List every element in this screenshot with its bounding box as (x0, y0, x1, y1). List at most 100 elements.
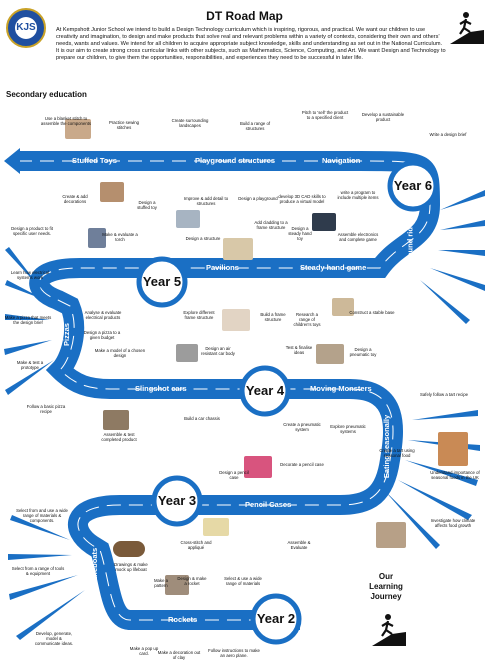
unit-pencil-cases: Pencil Cases (245, 500, 292, 509)
note-pneumatic-toy: Design a pneumatic toy (349, 347, 377, 357)
note-build-structures: Build a range of structures (239, 121, 271, 131)
note-steady-hand-toy: Design a steady hand toy (288, 226, 312, 241)
year-6-label: Year 6 (393, 178, 433, 193)
decorative-rays (4, 190, 485, 640)
note-assemble-test: Assemble & test completed product (101, 432, 137, 442)
note-explore-pneumatic: Explore pneumatic systems (330, 424, 366, 434)
photo-climate (376, 522, 406, 548)
note-sustainable-product: Develop a sustainable product (361, 112, 405, 122)
note-design-playground: Design a playground (238, 196, 278, 201)
note-pizza-budget: Design a pizza to a given budget (83, 330, 121, 340)
unit-pavilions: Pavilions (206, 263, 239, 272)
note-make-pattern: Make a pattern (153, 578, 169, 588)
photo-stuffed-toy (100, 182, 124, 202)
note-stable-base: Construct a stable base (349, 310, 395, 315)
note-climate-food: Investigate how climate affects food gro… (430, 518, 476, 528)
note-design-structure: Design a structure (185, 236, 221, 241)
photo-blanket-stitch (65, 119, 91, 139)
note-make-prototype: Make & test a prototype (16, 360, 44, 370)
year-3-label: Year 3 (157, 493, 197, 508)
school-logo: KJS (6, 8, 46, 48)
unit-rockets: Rockets (168, 615, 198, 624)
note-assemble-evaluate: Assemble & Evaluate (287, 540, 311, 550)
unit-eating-seasonally: Eating seasonally (382, 414, 392, 479)
photo-lifeboat (113, 541, 145, 557)
note-make-torch: Make & evaluate a torch (102, 232, 138, 242)
note-pizza-brief: Make a pizza that meets the design brief (4, 315, 52, 325)
note-mock-lifeboat: Drawings & make mock up lifeboat (114, 562, 148, 572)
note-3d-cad: develop 3D CAD skills to produce a virtu… (278, 194, 326, 204)
photo-cad-model (312, 213, 336, 231)
year-4-label: Year 4 (245, 383, 285, 398)
note-tart-recipe: Safely follow a tart recipe (420, 392, 469, 397)
learning-journey-label: Our Learning Journey (369, 572, 403, 601)
photo-pencil-case (244, 456, 272, 478)
note-add-decorations: Create & add decorations (62, 194, 88, 204)
photo-rocket (165, 575, 189, 595)
note-improve-structures: Improve & add detail to structures (183, 196, 229, 206)
note-design-product-user-needs: Design a product to fit specific user ne… (11, 226, 53, 236)
note-pizza-recipe: Follow a basic pizza recipe (26, 404, 66, 414)
year-5-ring (136, 256, 188, 308)
note-pneumatic-system: Create a pneumatic system (283, 422, 321, 432)
note-model-design: Make a model of a chosen design (94, 348, 146, 358)
note-design-stuffed-toy: Design a stuffed toy (137, 200, 157, 210)
note-select-tools: Select from a range of tools & equipment (11, 566, 65, 576)
note-pitch-product: Pitch to 'sell' the product to a specifi… (301, 110, 349, 120)
year-2-label: Year 2 (256, 611, 296, 626)
note-clay-decoration: Make a decoration out of clay (157, 650, 201, 660)
year-4-ring (239, 365, 291, 417)
note-wide-materials: Select & use a wide range of materials (224, 576, 262, 586)
note-seasonal-tart: Create a tart using seasonal food (379, 448, 415, 458)
photo-frame-structure (223, 238, 253, 260)
note-blanket-stitch: Use a blanket stitch to assemble the com… (40, 116, 92, 126)
note-design-rocket: Design & make a rocket (177, 576, 207, 586)
year-6-ring (387, 160, 439, 212)
note-car-chassis: Build a car chassis (184, 416, 220, 421)
photo-cross-stitch (203, 518, 229, 536)
photo-pavilion (222, 309, 250, 331)
unit-pizzas: Pizzas (61, 323, 71, 346)
school-logo-text: KJS (15, 17, 37, 39)
note-build-frame: Build a frame structure (260, 312, 286, 322)
note-develop-ideas: Develop, generate, model & communicate i… (34, 631, 74, 646)
photo-playground (176, 210, 200, 228)
note-electrical-systems: Learn how electrical systems work (10, 270, 50, 280)
secondary-education-label: Secondary education (6, 90, 87, 99)
road-arrow-head (4, 148, 20, 174)
unit-navigation: Navigation (322, 156, 361, 165)
note-sewing-stitches: Practice sewing stitches (108, 120, 140, 130)
note-select-materials: Select from and use a wide range of mate… (16, 508, 68, 523)
hiker-icon (450, 12, 484, 44)
photo-steady-hand (332, 298, 354, 316)
photo-torch (88, 228, 106, 248)
note-analyse-electrical: Analyse & evaluate electrical products (84, 310, 122, 320)
note-assemble-electronics: Assemble electronics and complete game (337, 232, 379, 242)
note-test-finalise: Test & finalise ideas (285, 345, 313, 355)
note-seasonal-importance: Understand importance of seasonal foods … (430, 470, 480, 480)
unit-steady-hand-game: Steady hand game (300, 263, 367, 272)
year-3-ring (151, 475, 203, 527)
unit-moving-monsters: Moving Monsters (310, 384, 372, 393)
photo-monster (316, 344, 344, 364)
year-2-ring (250, 593, 302, 645)
note-write-program: write a program to include multiple item… (337, 190, 379, 200)
unit-stuffed-toys: Stuffed Toys (72, 156, 117, 165)
photo-car-chassis (103, 410, 129, 430)
photo-car-body (176, 344, 198, 362)
unit-slingshot-cars: Slingshot cars (135, 384, 187, 393)
note-design-brief: Write a design brief (429, 132, 467, 137)
year-5-label: Year 5 (142, 274, 182, 289)
unit-playground-structures: Playground structures (195, 156, 276, 165)
note-pop-up-card: Make a pop up card. (129, 646, 159, 656)
photo-tart (438, 432, 468, 466)
unit-lifeboats: Lifeboats (90, 547, 100, 582)
note-cross-stitch: Cross-stitch and appliqué (180, 540, 212, 550)
note-explore-frame: Explore different frame structure (183, 310, 215, 320)
page-title: DT Road Map (206, 9, 283, 23)
hiker-icon-journey (372, 614, 406, 646)
note-decorate-pencil-case: Decorate a pencil case (280, 462, 324, 467)
note-research-toys: Research a range of children's toys (293, 312, 321, 327)
note-air-resistant: Design an air resistant car body (201, 346, 235, 356)
